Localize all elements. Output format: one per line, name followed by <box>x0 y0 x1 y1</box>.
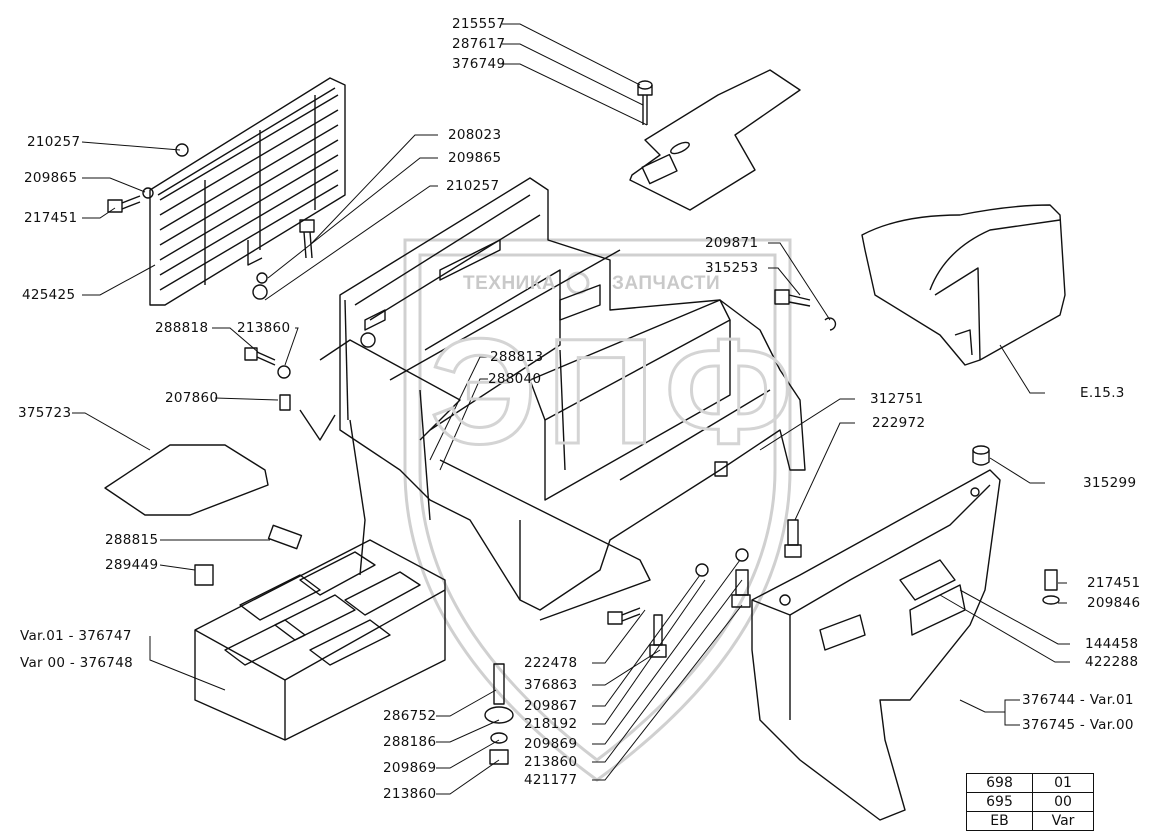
part-label: 209871 <box>705 235 759 251</box>
part-label: 288818 <box>155 320 209 336</box>
table-cell: Var <box>1032 811 1094 831</box>
part-label: 210257 <box>446 178 500 194</box>
part-label: 207860 <box>165 390 219 406</box>
part-label: 209867 <box>524 698 578 714</box>
part-label: 288815 <box>105 532 159 548</box>
table-row: EB Var <box>966 811 1094 831</box>
seat-part <box>861 204 1066 366</box>
floor-mat-part <box>104 444 269 516</box>
part-label: 218192 <box>524 716 578 732</box>
part-label: 209865 <box>448 150 502 166</box>
part-label: 213860 <box>524 754 578 770</box>
part-label: 215557 <box>452 16 506 32</box>
part-label: 217451 <box>1087 575 1141 591</box>
variant-label: 376744 - Var.01 <box>1022 692 1134 708</box>
part-label: 213860 <box>383 786 437 802</box>
part-label: 315299 <box>1083 475 1137 491</box>
part-label: 287617 <box>452 36 506 52</box>
part-label: 209869 <box>524 736 578 752</box>
part-label: 376863 <box>524 677 578 693</box>
part-label: 422288 <box>1085 654 1139 670</box>
part-label: 217451 <box>24 210 78 226</box>
part-label: 209869 <box>383 760 437 776</box>
part-label: 376749 <box>452 56 506 72</box>
fastener-parts <box>107 143 1060 658</box>
part-label: 315253 <box>705 260 759 276</box>
variant-label: Var 00 - 376748 <box>20 655 133 671</box>
watermark-logo: ЭПФ <box>429 306 803 477</box>
variant-label: 376745 - Var.00 <box>1022 717 1134 733</box>
table-cell: 01 <box>1032 773 1094 793</box>
table-cell: 00 <box>1032 792 1094 812</box>
front-counterweight-part <box>751 469 1001 821</box>
bolt-part <box>637 80 653 125</box>
part-label: 209865 <box>24 170 78 186</box>
part-label: 208023 <box>448 127 502 143</box>
part-label: 312751 <box>870 391 924 407</box>
part-label: 209846 <box>1087 595 1141 611</box>
table-row: 698 01 <box>966 773 1094 793</box>
grille-guard-part <box>149 77 346 306</box>
table-cell: 695 <box>966 792 1033 812</box>
watermark-text-left: ТЕХНИКА <box>463 273 557 294</box>
cab-frame-part <box>299 177 806 621</box>
part-label: 144458 <box>1085 636 1139 652</box>
part-label: 375723 <box>18 405 72 421</box>
watermark-text-right: ЗАПЧАСТИ <box>612 273 721 294</box>
part-label: 286752 <box>383 708 437 724</box>
part-label: 210257 <box>27 134 81 150</box>
ballast-tray-part <box>194 539 446 741</box>
variant-label: Var.01 - 376747 <box>20 628 132 644</box>
stud-assembly-part <box>484 663 514 765</box>
part-label: 288813 <box>490 349 544 365</box>
part-label: 288186 <box>383 734 437 750</box>
part-label: 222478 <box>524 655 578 671</box>
part-label: 288040 <box>488 371 542 387</box>
part-label: E.15.3 <box>1080 385 1125 401</box>
part-label: 425425 <box>22 287 76 303</box>
cap-part <box>972 445 990 466</box>
part-label: 289449 <box>105 557 159 573</box>
variant-table: 698 01 695 00 EB Var <box>966 773 1094 831</box>
leader-lines <box>72 23 1070 795</box>
floor-plate-part <box>629 69 801 211</box>
table-row: 695 00 <box>966 792 1094 812</box>
table-cell: EB <box>966 811 1033 831</box>
table-cell: 698 <box>966 773 1033 793</box>
part-label: 213860 <box>237 320 291 336</box>
part-label: 421177 <box>524 772 578 788</box>
part-label: 222972 <box>872 415 926 431</box>
